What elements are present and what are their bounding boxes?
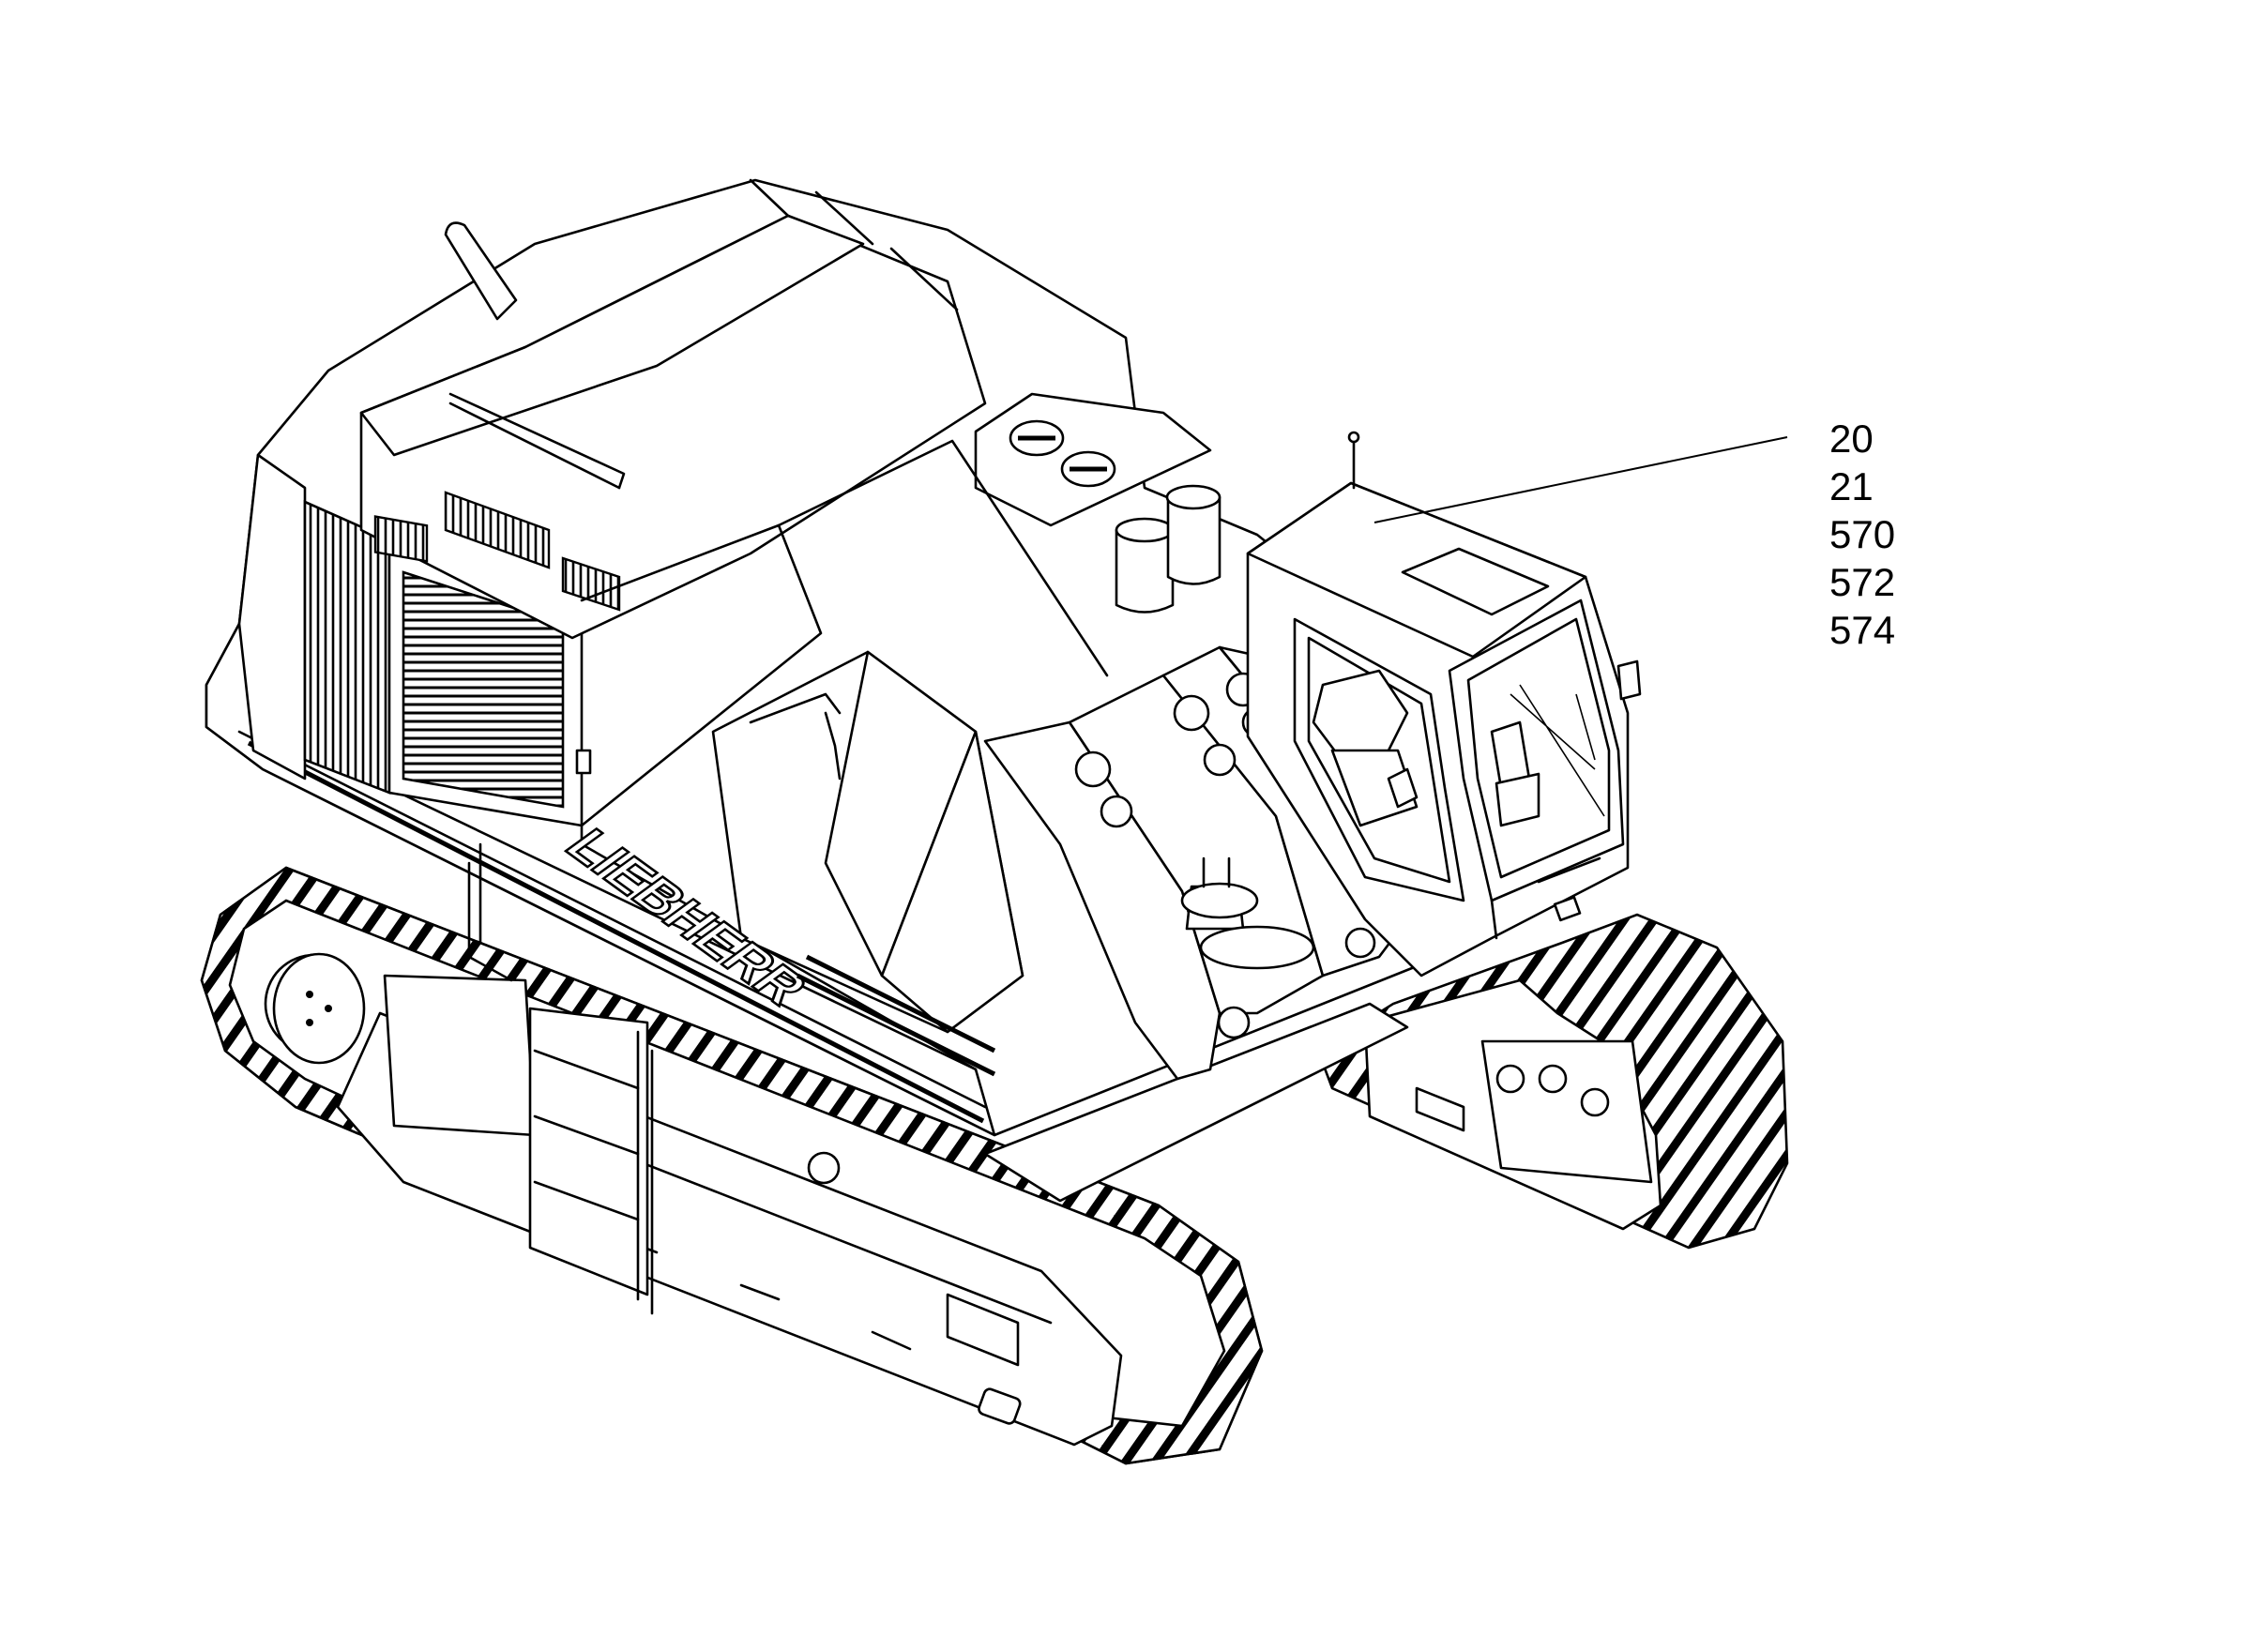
callout-label: 570 — [1829, 512, 1896, 556]
carbody — [983, 1002, 1409, 1203]
callout-label: 572 — [1829, 560, 1896, 604]
callout-leader-line — [1373, 436, 1788, 523]
boom-foot — [983, 645, 1409, 1081]
right-track — [1316, 913, 1789, 1250]
callout-label: 574 — [1829, 608, 1896, 652]
callout-label: 21 — [1829, 464, 1874, 508]
callout-labels: 20 21 570 572 574 — [1829, 415, 1895, 654]
callout-label: 20 — [1829, 417, 1874, 461]
operator-cab — [1246, 431, 1642, 978]
